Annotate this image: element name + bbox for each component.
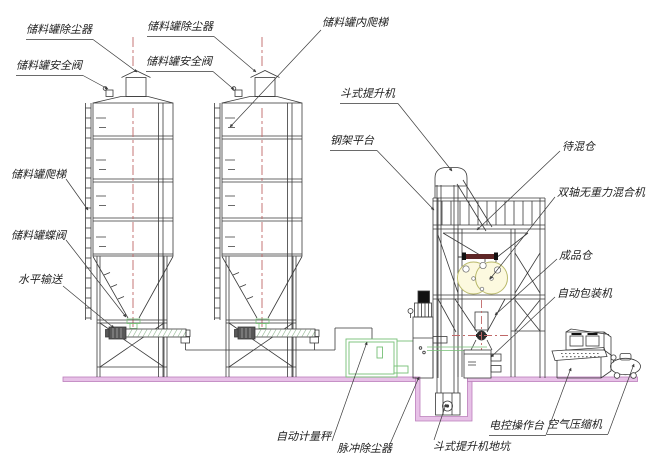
elevator-pit-walls bbox=[415, 376, 473, 422]
elevator-boot bbox=[435, 392, 461, 416]
label-elevator-pit: 斗式提升机地坑 bbox=[433, 441, 510, 453]
label-packing-machine: 自动包装机 bbox=[557, 288, 612, 300]
control-console bbox=[551, 328, 612, 379]
label-silo1-safety-valve: 储料罐安全阀 bbox=[16, 60, 82, 72]
label-steel-platform: 钢架平台 bbox=[330, 135, 374, 147]
label-auto-weighing-scale: 自动计量秤 bbox=[276, 431, 331, 443]
feed-pipes bbox=[185, 327, 373, 351]
label-air-compressor: 空气压缩机 bbox=[547, 419, 602, 431]
label-pulse-dust-collector: 脉冲除尘器 bbox=[337, 443, 392, 455]
label-silo-ladder: 储料罐爬梯 bbox=[11, 169, 66, 181]
label-silo-inner-ladder: 储料罐内爬梯 bbox=[322, 17, 388, 29]
packing-machine bbox=[427, 346, 502, 379]
weighing-scale bbox=[345, 338, 413, 378]
holding-bin bbox=[442, 232, 529, 262]
platform-rail bbox=[433, 197, 545, 202]
ground-line bbox=[62, 376, 638, 422]
label-control-console: 电控操作台 bbox=[489, 420, 544, 432]
label-gravity-free-mixer: 双轴无重力混合机 bbox=[557, 187, 645, 199]
elevator-head bbox=[434, 167, 468, 198]
label-silo2-safety-valve: 储料罐安全阀 bbox=[146, 56, 212, 68]
finished-product-bin bbox=[452, 298, 510, 351]
label-silo2-dust-collector: 储料罐除尘器 bbox=[147, 21, 213, 33]
leader-lines bbox=[16, 29, 635, 445]
label-horizontal-conveying: 水平输送 bbox=[18, 274, 62, 286]
label-bucket-elevator: 斗式提升机 bbox=[340, 88, 395, 100]
platform-floor bbox=[433, 224, 545, 230]
gravity-free-mixer bbox=[457, 252, 508, 295]
label-silo-butterfly-valve: 储料罐蝶阀 bbox=[11, 230, 66, 242]
label-silo1-dust-collector: 储料罐除尘器 bbox=[26, 24, 92, 36]
label-finished-bin: 成品仓 bbox=[559, 250, 592, 262]
silo-1 bbox=[85, 36, 191, 378]
label-holding-bin: 待混仓 bbox=[562, 141, 595, 153]
air-compressor bbox=[610, 353, 641, 379]
